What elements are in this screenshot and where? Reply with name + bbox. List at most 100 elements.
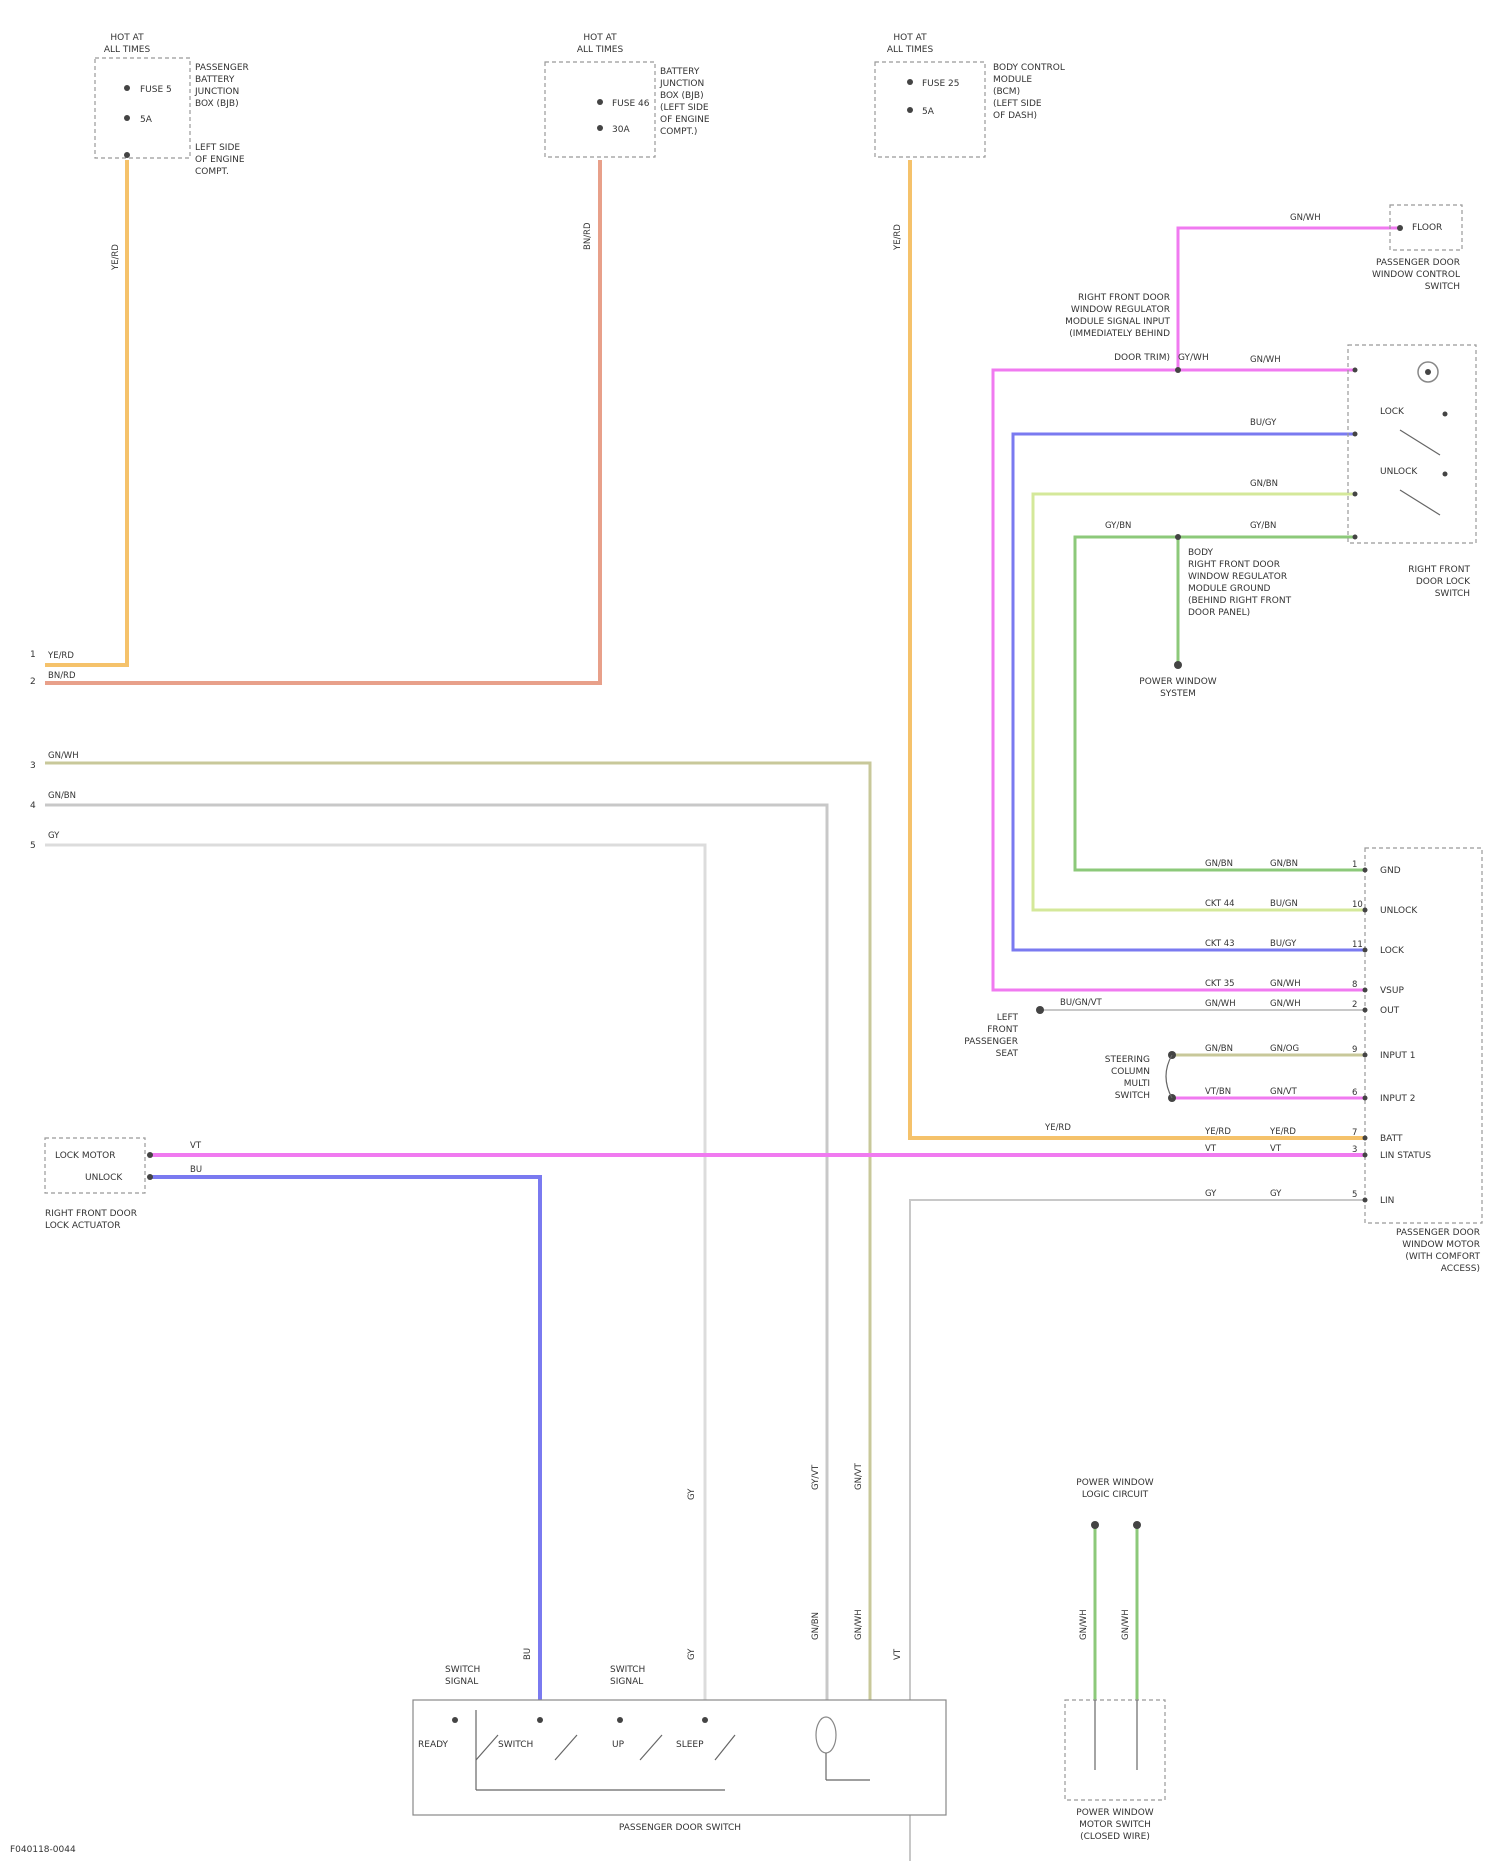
fuse2-header-2: ALL TIMES — [577, 45, 624, 55]
ground-label-2: RIGHT FRONT DOOR — [1188, 560, 1280, 570]
fuse2-wire: BN/RD — [583, 222, 593, 250]
passenger-door-switch: READY SWITCH UP SLEEP SWITCH SIGNAL SWIT… — [413, 1648, 946, 1833]
fuse3-desc-1: BODY CONTROL — [993, 63, 1065, 73]
module-pin-number: 6 — [1352, 1088, 1357, 1098]
left-pin-2: 2 — [30, 677, 36, 687]
module-pin-dot — [1363, 1198, 1368, 1203]
lock-wire-left: GY/BN — [1105, 521, 1131, 531]
seat-label-2: FRONT — [987, 1025, 1018, 1035]
lock-switch-label-2: DOOR LOCK — [1416, 577, 1471, 587]
window-control-switch: FLOOR GN/WH PASSENGER DOOR WINDOW CONTRO… — [1290, 205, 1462, 292]
left-pin-4: 4 — [30, 801, 36, 811]
lock-contact: LOCK — [1380, 407, 1405, 417]
br-top-2: LOGIC CIRCUIT — [1082, 1490, 1149, 1500]
br-wire-1: GN/WH — [1079, 1609, 1089, 1640]
vlabel-4: GN/BN — [811, 1612, 821, 1640]
module-pin-number: 10 — [1352, 900, 1363, 910]
fuse1-desc2-1: LEFT SIDE — [195, 143, 240, 153]
splice-label-4: (IMMEDIATELY BEHIND — [1069, 329, 1170, 339]
fuse3-wire: YE/RD — [893, 224, 903, 251]
seat-label-3: PASSENGER — [964, 1037, 1018, 1047]
module-pin-wire-2: BU/GY — [1270, 939, 1297, 949]
fuse2-desc-3: BOX (BJB) — [660, 91, 704, 101]
fuse2-desc-4: (LEFT SIDE — [660, 103, 709, 113]
fuse2-rating: 30A — [612, 125, 630, 135]
fuse1-wire: YE/RD — [111, 244, 121, 271]
module-pin-name: VSUP — [1380, 986, 1404, 996]
module-label-4: ACCESS) — [1441, 1264, 1480, 1274]
door-lock-actuator: LOCK MOTOR UNLOCK VT BU RIGHT FRONT DOOR… — [45, 1138, 202, 1231]
module-pin-number: 8 — [1352, 980, 1357, 990]
module-pin-wire: GY — [1205, 1189, 1217, 1199]
splice-label-2: WINDOW REGULATOR — [1071, 305, 1170, 315]
window-control-label-1: PASSENGER DOOR — [1376, 258, 1460, 268]
module-pin-wire-2: GN/OG — [1270, 1044, 1299, 1054]
ground-block: BODY RIGHT FRONT DOOR WINDOW REGULATOR M… — [1139, 534, 1291, 699]
module-pin-number: 9 — [1352, 1045, 1357, 1055]
vlabel-1: GY — [687, 1488, 697, 1500]
vlabel-3: GN/VT — [854, 1462, 864, 1490]
module-pin-wire: YE/RD — [1204, 1127, 1231, 1137]
bottom-pin-2: GY — [687, 1648, 697, 1660]
fuse2-desc-6: COMPT.) — [660, 127, 697, 137]
br-label-3: (CLOSED WIRE) — [1080, 1832, 1150, 1842]
ground-label-6: DOOR PANEL) — [1188, 608, 1250, 618]
module-pin-number: 2 — [1352, 1000, 1357, 1010]
fuse2-desc-1: BATTERY — [660, 67, 700, 77]
fuse1-name: FUSE 5 — [140, 85, 172, 95]
side-connector-seat: LEFT FRONT PASSENGER SEAT BU/GN/VT — [964, 998, 1102, 1059]
vlabel-5: GN/WH — [854, 1609, 864, 1640]
fuse3-header-2: ALL TIMES — [887, 45, 934, 55]
left-wire-labels: 1 YE/RD 2 BN/RD 3 GN/WH 4 GN/BN 5 GY — [30, 650, 79, 851]
fuse2-header-1: HOT AT — [583, 33, 617, 43]
module-pin-wire-2: YE/RD — [1269, 1127, 1296, 1137]
module-label-3: (WITH COMFORT — [1405, 1252, 1480, 1262]
module-pin-number: 3 — [1352, 1145, 1357, 1155]
window-control-label-2: WINDOW CONTROL — [1372, 270, 1460, 280]
module-pin-name: LIN — [1380, 1196, 1394, 1206]
yellow-wire-label: YE/RD — [1044, 1123, 1071, 1133]
left-wire-1: YE/RD — [47, 651, 74, 661]
window-control-label-3: SWITCH — [1425, 282, 1460, 292]
actuator-label-2: LOCK ACTUATOR — [45, 1221, 121, 1231]
wire-blue-actuator — [150, 1177, 540, 1700]
module-pin-wire-2: GN/WH — [1270, 999, 1301, 1009]
lock-wire-3: GN/BN — [1250, 479, 1278, 489]
ground-label-4: MODULE GROUND — [1188, 584, 1271, 594]
bottom-top-4: SIGNAL — [610, 1677, 643, 1687]
fuse1-desc2-3: COMPT. — [195, 167, 229, 177]
bottom-top-1: SWITCH — [445, 1665, 480, 1675]
fuse1-desc2-2: OF ENGINE — [195, 155, 245, 165]
splice-label-1: RIGHT FRONT DOOR — [1078, 293, 1170, 303]
left-wire-4: GN/BN — [48, 791, 76, 801]
wire-magenta-top — [1178, 228, 1400, 370]
module-pin-wire: GN/WH — [1205, 999, 1236, 1009]
unlock-contact: UNLOCK — [1380, 467, 1418, 477]
module-pin-wire-2: BU/GN — [1270, 899, 1298, 909]
bottom-contact-4: SLEEP — [676, 1740, 704, 1750]
ground-label-5: (BEHIND RIGHT FRONT — [1188, 596, 1292, 606]
module-pin-wire: CKT 43 — [1205, 939, 1235, 949]
bottom-contact-2: SWITCH — [498, 1740, 533, 1750]
steering-label-1: STEERING — [1105, 1055, 1150, 1065]
actuator-pin-2: UNLOCK — [85, 1173, 123, 1183]
bottom-top-3: SWITCH — [610, 1665, 645, 1675]
steering-label-4: SWITCH — [1115, 1091, 1150, 1101]
module-pin-number: 7 — [1352, 1128, 1357, 1138]
actuator-pin-1: LOCK MOTOR — [55, 1151, 116, 1161]
steering-label-2: COLUMN — [1111, 1067, 1150, 1077]
br-label-1: POWER WINDOW — [1076, 1808, 1154, 1818]
module-pin-name: INPUT 2 — [1380, 1094, 1416, 1104]
bottom-pin-1: BU — [523, 1648, 533, 1660]
fuse3-name: FUSE 25 — [922, 79, 959, 89]
module-pin-number: 11 — [1352, 940, 1363, 950]
seat-wire: BU/GN/VT — [1060, 998, 1103, 1008]
module-pin-dot — [1363, 1153, 1368, 1158]
wire-gray-5 — [45, 845, 705, 1700]
power-window-system-2: SYSTEM — [1160, 689, 1196, 699]
seat-label-1: LEFT — [997, 1013, 1019, 1023]
module-pin-dot — [1363, 1053, 1368, 1058]
fuse1-desc-3: JUNCTION — [194, 87, 239, 97]
fuse3-desc-4: (LEFT SIDE — [993, 99, 1042, 109]
power-window-system-1: POWER WINDOW — [1139, 677, 1217, 687]
